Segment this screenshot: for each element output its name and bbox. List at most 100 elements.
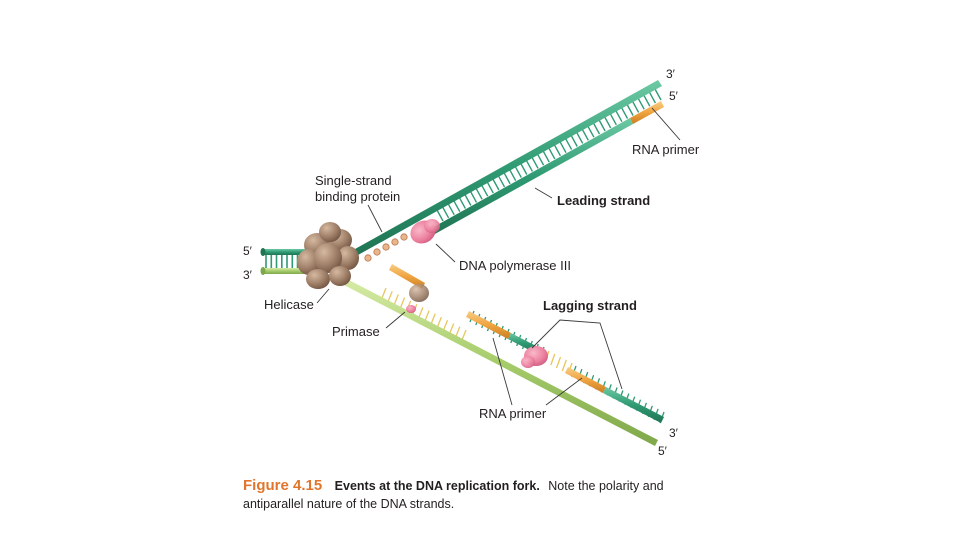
base-pair-rung (441, 206, 450, 219)
base-pair-rung (436, 316, 443, 328)
base-pair-rung (449, 323, 455, 334)
base-pair-rung (399, 297, 406, 308)
base-pair-rung (609, 113, 617, 126)
base-pair-rung (497, 175, 506, 188)
base-pair-rung (548, 147, 556, 160)
base-pair-rung (475, 187, 483, 200)
leader-line (385, 311, 406, 329)
base-pair-rung (643, 94, 651, 107)
base-pair-rung (514, 166, 522, 178)
upper-arm (355, 80, 664, 262)
caption-line-2: antiparallel nature of the DNA strands. (243, 497, 454, 511)
leader-line (545, 377, 583, 406)
base-pair-rung (469, 191, 478, 203)
caption-bold: Events at the DNA replication fork. (335, 479, 540, 493)
end-upper-bottom: 5′ (669, 89, 679, 103)
label-rna-primer-top: RNA primer (632, 142, 700, 157)
base-pair-rung (570, 135, 578, 147)
caption-rest: Note the polarity and (548, 479, 663, 493)
end-parent-bottom: 3′ (243, 268, 253, 282)
leader-line (651, 107, 681, 141)
base-pair-rung (486, 181, 494, 194)
base-pair-rung (542, 150, 550, 163)
leading-rna-primer (630, 101, 664, 124)
leader-line (492, 337, 513, 406)
caption-line-1: Figure 4.15 Events at the DNA replicatio… (243, 477, 664, 494)
base-pair-rung (536, 153, 545, 166)
base-pair-rung (503, 172, 511, 185)
base-pair-rung (447, 203, 455, 216)
base-pair-rung (620, 107, 629, 119)
leader-line (435, 243, 456, 263)
base-pair-rung (615, 110, 623, 123)
base-pair-rung (561, 359, 567, 372)
leader-line (367, 204, 383, 233)
base-pair-rung (424, 310, 430, 321)
ssb-protein (364, 254, 372, 262)
dna-polymerase-iii-leading (410, 219, 440, 244)
end-parent-top: 5′ (243, 244, 253, 258)
base-pair-rung (592, 122, 601, 135)
strand-end-cap (260, 267, 266, 275)
base-pair-rung (430, 313, 436, 325)
label-ssb-line1: Single-strand (315, 173, 392, 188)
base-pair-rung (509, 169, 517, 182)
ssb-protein (382, 243, 390, 251)
base-pair-rung (648, 91, 657, 104)
base-pair-rung (604, 116, 612, 129)
end-lower-bottom: 5′ (658, 444, 668, 458)
label-rna-primer-bottom: RNA primer (479, 406, 547, 421)
label-primase: Primase (332, 324, 380, 339)
base-pair-rung (464, 194, 472, 206)
helicase-protein (297, 222, 359, 289)
base-pair-rung (393, 294, 399, 305)
base-pair-rung (481, 184, 489, 197)
strand-end-cap (260, 248, 266, 256)
base-pair-rung (581, 128, 589, 141)
base-pair-rung (555, 356, 562, 369)
base-pair-rung (626, 104, 634, 116)
single-strand-binding-proteins (364, 233, 408, 262)
primase-protein (406, 284, 429, 313)
okazaki-primer-1 (466, 311, 511, 339)
dna-polymerase-iii-lagging (521, 346, 548, 368)
end-upper-top: 3′ (666, 67, 676, 81)
label-lagging-strand: Lagging strand (543, 298, 637, 313)
base-pair-rung (525, 160, 534, 172)
base-pair-rung (531, 156, 539, 169)
base-pair-rung (587, 125, 595, 138)
base-pair-rung (492, 178, 500, 191)
parental-duplex (260, 248, 312, 275)
base-pair-rung (553, 144, 562, 157)
base-pair-rung (458, 197, 467, 209)
base-pair-rung (631, 101, 640, 113)
end-lower-top: 3′ (669, 426, 679, 440)
ssb-protein (391, 238, 399, 246)
base-pair-rung (654, 88, 662, 101)
base-pair-rung (559, 141, 567, 154)
parental-strand-top (262, 249, 312, 255)
label-dna-polymerase: DNA polymerase III (459, 258, 571, 273)
base-pair-rung (564, 138, 573, 150)
label-leading-strand: Leading strand (557, 193, 650, 208)
leading-new-strand (430, 118, 633, 235)
leader-line (316, 288, 330, 304)
ssb-protein (400, 233, 408, 241)
leader-line (534, 187, 553, 199)
base-pair-rung (598, 119, 606, 132)
label-helicase: Helicase (264, 297, 314, 312)
okazaki-fragment-2 (603, 387, 664, 423)
ssb-protein (373, 248, 381, 256)
base-pair-rung (453, 200, 461, 213)
base-pair-rung (637, 97, 645, 110)
base-pair-rung (418, 307, 424, 318)
label-ssb-line2: binding protein (315, 189, 400, 204)
labels: Single-strand binding protein RNA primer… (264, 142, 700, 421)
base-pair-rung (381, 287, 387, 299)
base-pair-rung (461, 329, 467, 341)
base-pair-rung (442, 320, 449, 331)
figure-caption: Figure 4.15 Events at the DNA replicatio… (243, 477, 664, 511)
base-pair-rung (576, 132, 584, 144)
primase-primer (389, 264, 425, 289)
